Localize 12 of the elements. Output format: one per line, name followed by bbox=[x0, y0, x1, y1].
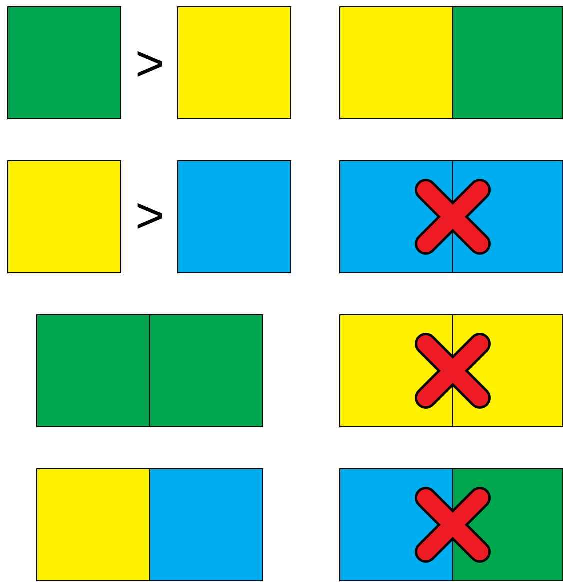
square bbox=[452, 6, 563, 120]
square bbox=[8, 160, 122, 274]
comparison-sign: > bbox=[138, 51, 162, 77]
square bbox=[178, 6, 292, 120]
square bbox=[36, 468, 150, 582]
square bbox=[340, 6, 454, 120]
comparison-sign: > bbox=[138, 203, 162, 229]
square bbox=[150, 314, 264, 428]
square bbox=[150, 468, 264, 582]
square bbox=[178, 160, 292, 274]
square bbox=[8, 6, 122, 120]
square bbox=[36, 314, 150, 428]
